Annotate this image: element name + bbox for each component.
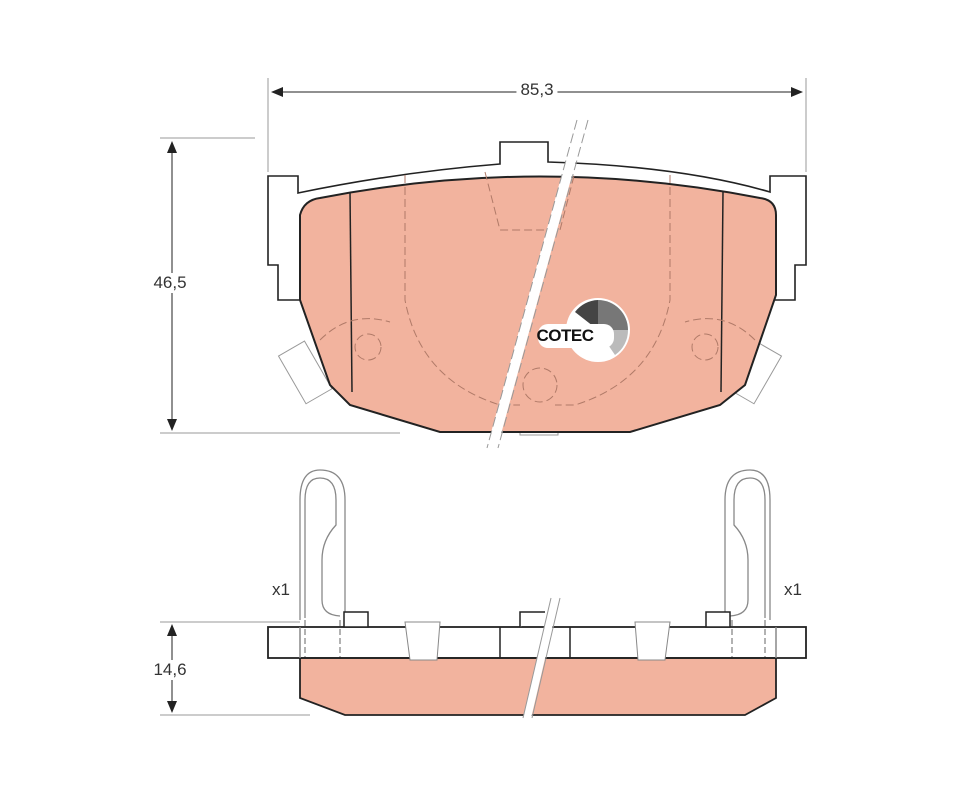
clip-left [299,469,346,680]
cotec-logo-text: COTEC [536,326,595,345]
clip-right [724,469,771,680]
hidden-lines [319,171,756,406]
quantity-left-label: x1 [268,580,294,600]
thickness-label: 14,6 [149,660,191,680]
break-line [487,118,587,450]
pad-side-view [267,469,807,719]
quantity-right-label: x1 [780,580,806,600]
friction-material [299,175,777,433]
width-label: 85,3 [516,80,558,100]
height-label: 46,5 [149,273,191,293]
cotec-logo [538,298,630,362]
pad-front-view [267,118,807,450]
backing-plate-side [267,626,807,659]
